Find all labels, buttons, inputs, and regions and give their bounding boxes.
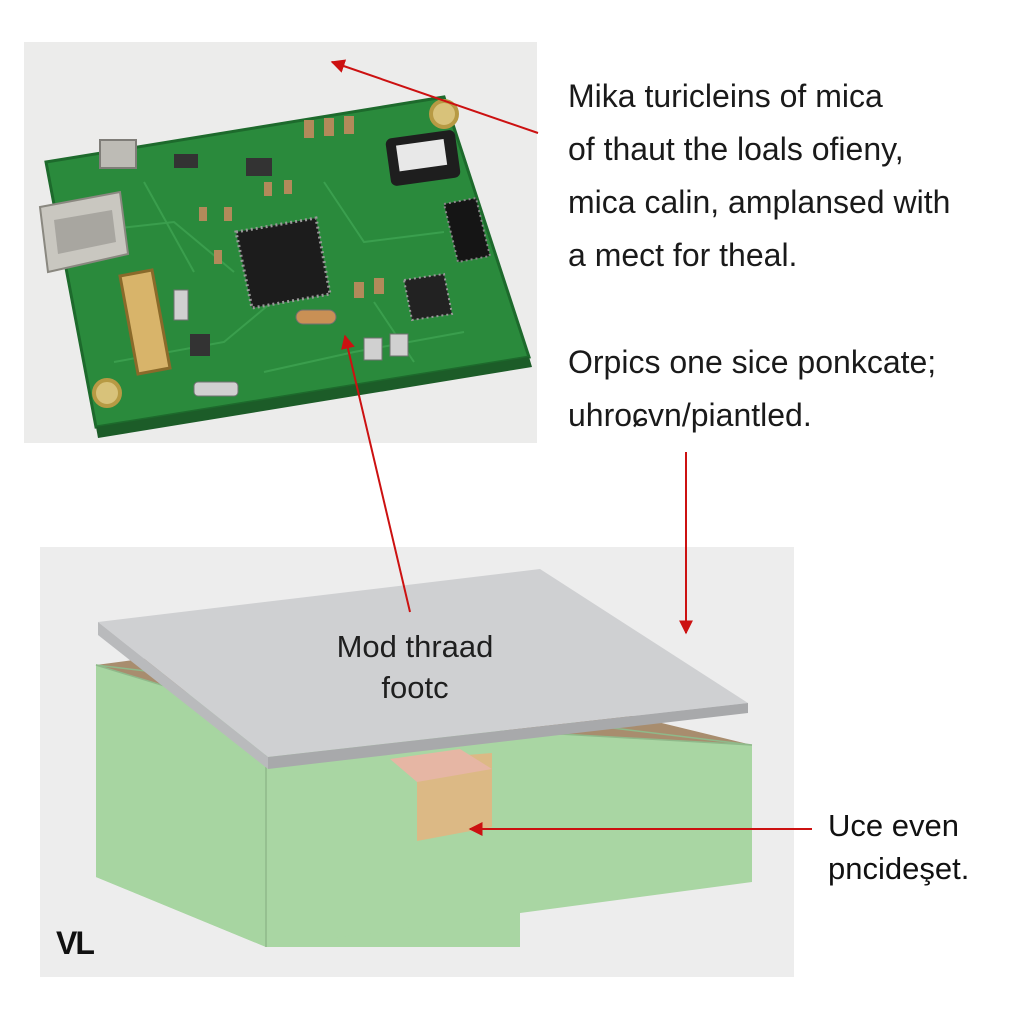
pcb-photo bbox=[24, 42, 537, 443]
corner-mark: VL bbox=[56, 925, 95, 961]
caption-top: Mika turicleins of mica of thaut the loa… bbox=[568, 70, 950, 282]
block-front-face-full bbox=[96, 665, 266, 947]
mica-sheet-label: Mod thraad footc bbox=[330, 626, 500, 708]
usb-connector bbox=[38, 190, 130, 274]
caption-middle-line: Orpics one sice ponkcate; bbox=[568, 344, 937, 380]
secondary-chip bbox=[402, 272, 454, 322]
mica-sheet bbox=[98, 569, 748, 757]
caption-top-line: Mika turicleins of mica bbox=[568, 78, 883, 114]
block-side-face bbox=[266, 717, 752, 947]
mica-block-diagram bbox=[40, 547, 794, 977]
caption-top-line: of thaut the loals ofieny, bbox=[568, 131, 904, 167]
caption-middle-line: uhroɕvn/piantled. bbox=[568, 397, 812, 433]
caption-middle: Orpics one sice ponkcate; uhroɕvn/piantl… bbox=[568, 336, 936, 442]
mica-sheet-label-line: footc bbox=[381, 670, 449, 705]
inductor bbox=[118, 268, 172, 376]
bond-pad-label-line: pncideşet. bbox=[828, 851, 970, 886]
caption-top-line: mica calin, amplansed with bbox=[568, 184, 951, 220]
arrow-to-board-top bbox=[330, 59, 539, 134]
main-chip bbox=[234, 216, 332, 310]
caption-top-line: a mect for theal. bbox=[568, 237, 798, 273]
bond-pad-label-line: Uce even bbox=[828, 808, 959, 843]
bond-pad-label: Uce even pncideşet. bbox=[828, 804, 969, 890]
mount-hole bbox=[92, 378, 122, 408]
ic-right bbox=[442, 196, 492, 264]
arrow-to-component bbox=[341, 334, 411, 613]
mica-sheet-label-line: Mod thraad bbox=[336, 629, 494, 664]
